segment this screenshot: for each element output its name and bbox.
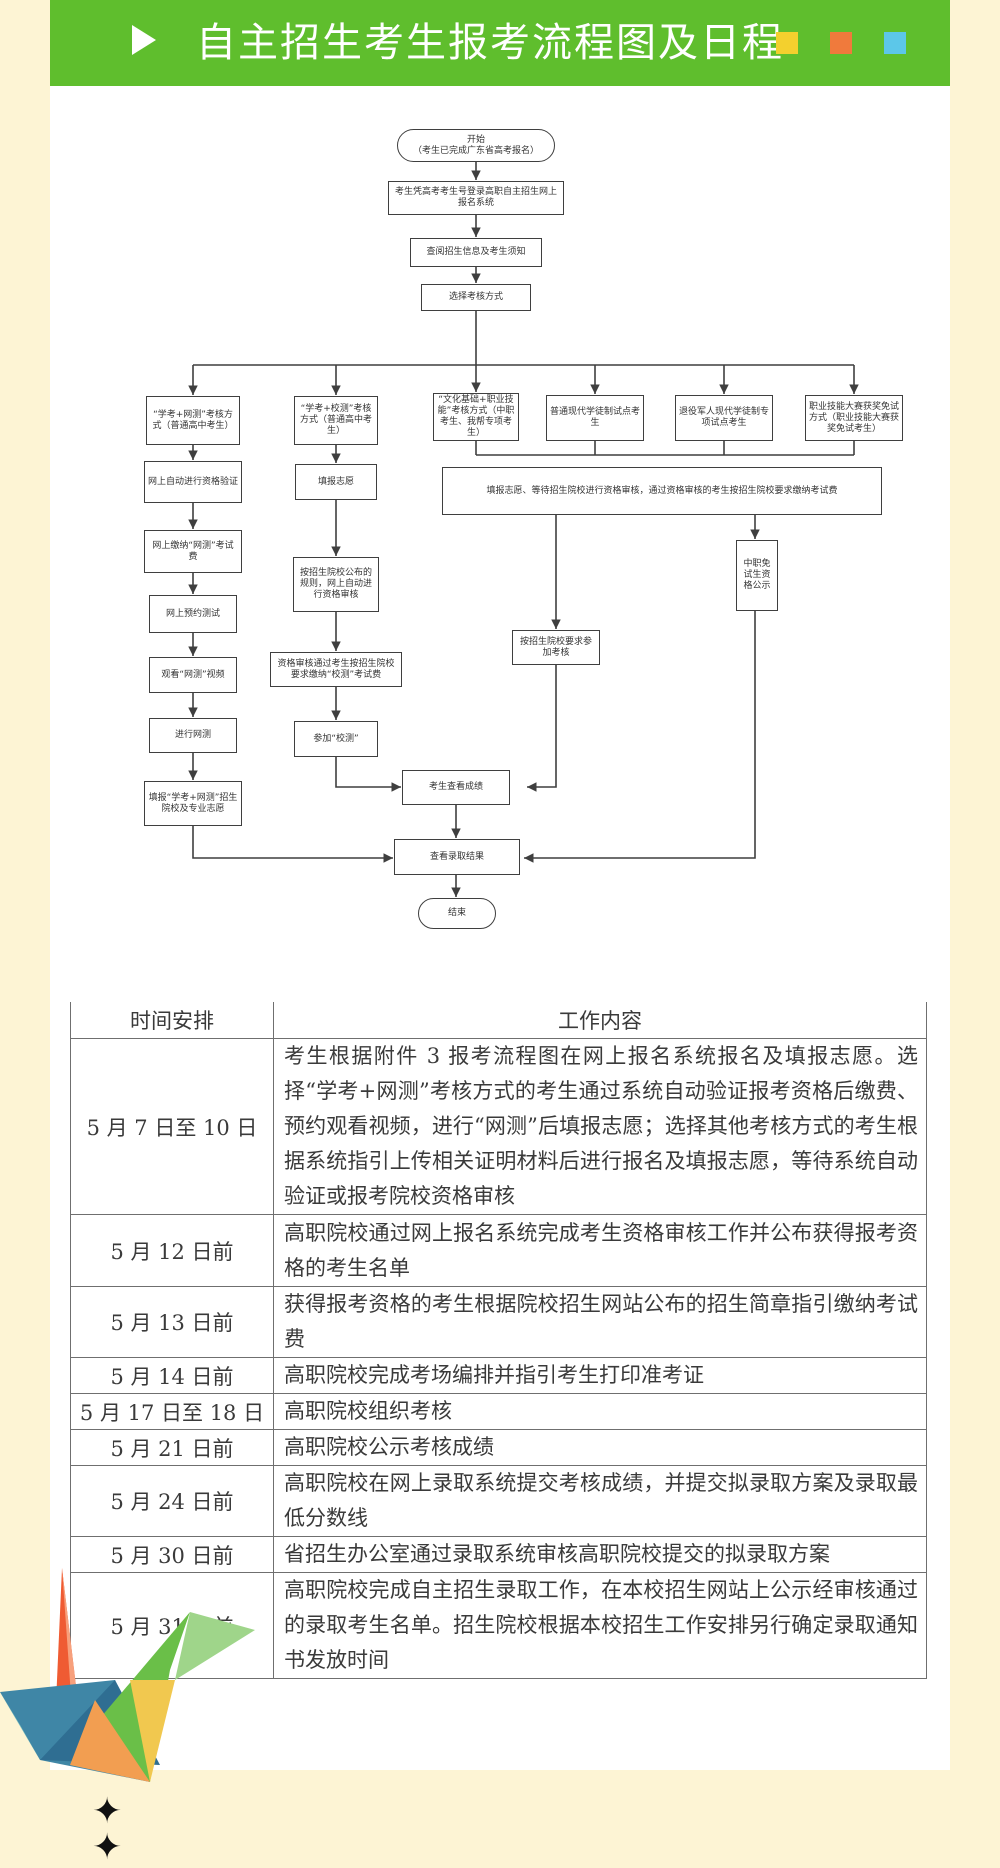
- flowchart-connectors: [188, 162, 859, 897]
- page-title: 自主招生考生报考流程图及日程: [196, 20, 784, 66]
- time-cell: 5 月 21 日前: [70, 1429, 274, 1466]
- blue-square-icon: [884, 32, 906, 54]
- time-cell: 5 月 14 日前: [70, 1357, 274, 1394]
- start-node: 开始 （考生已完成广东省高考报名）: [397, 129, 555, 162]
- content-cell: 考生根据附件 3 报考流程图在网上报名系统报名及填报志愿。选择“学考+网测”考核…: [273, 1038, 927, 1215]
- table-row: 5 月 21 日前 高职院校公示考核成绩: [70, 1429, 927, 1466]
- content-cell: 获得报考资格的考生根据院校招生网站公布的招生简章指引缴纳考试费: [273, 1286, 927, 1358]
- table-row: 5 月 12 日前 高职院校通过网上报名系统完成考生资格审核工作并公布获得报考资…: [70, 1214, 927, 1287]
- view-admission-node: 查看录取结果: [394, 839, 520, 875]
- pay-wangce-fee-node: 网上缴纳“网测”考试费: [144, 530, 242, 573]
- fill-wish-node: 填报志愿: [295, 464, 377, 500]
- yellow-square-icon: [776, 32, 798, 54]
- table-row: 5 月 17 日至 18 日 高职院校组织考核: [70, 1393, 927, 1430]
- auto-verify-node: 网上自动进行资格验证: [144, 461, 242, 503]
- table-row: 5 月 14 日前 高职院校完成考场编排并指引考生打印准考证: [70, 1357, 927, 1394]
- content-cell: 高职院校通过网上报名系统完成考生资格审核工作并公布获得报考资格的考生名单: [273, 1214, 927, 1287]
- login-node: 考生凭高考考生号登录高职自主招生网上 报名系统: [388, 181, 564, 215]
- branch-skills-contest-node: 职业技能大赛获奖免试方式（职业技能大赛获奖免试考生）: [805, 395, 903, 441]
- table-row: 5 月 31 日前 高职院校完成自主招生录取工作，在本校招生网站上公示经审核通过…: [70, 1572, 927, 1679]
- sparkle-icon: ✦: [92, 1827, 123, 1868]
- flowchart: 开始 （考生已完成广东省高考报名） 考生凭高考考生号登录高职自主招生网上 报名系…: [120, 115, 910, 945]
- play-triangle-icon: [132, 25, 156, 55]
- watch-video-node: 观看“网测”视频: [149, 657, 237, 693]
- school-exam-node: 按招生院校要求参加考核: [512, 630, 600, 665]
- table-row: 5 月 30 日前 省招生办公室通过录取系统审核高职院校提交的拟录取方案: [70, 1536, 927, 1573]
- branch-modern-apprentice-node: 普通现代学徒制试点考生: [546, 395, 644, 441]
- paper-crane-icon: [0, 1568, 255, 1782]
- take-wangce-node: 进行网测: [149, 718, 237, 753]
- sparkle-icon: ✦: [92, 1791, 123, 1832]
- branch-veteran-apprentice-node: 退役军人现代学徒制专项试点考生: [675, 395, 773, 441]
- schedule-table: 时间安排 工作内容 5 月 7 日至 10 日 考生根据附件 3 报考流程图在网…: [70, 1002, 927, 1679]
- table-row: 5 月 24 日前 高职院校在网上录取系统提交考核成绩，并提交拟录取方案及录取最…: [70, 1465, 927, 1537]
- auto-review-node: 按招生院校公布的规则，网上自动进行资格审核: [293, 557, 379, 612]
- read-info-node: 查阅招生信息及考生须知: [410, 238, 542, 267]
- pay-xiaoce-fee-node: 资格审核通过考生按招生院校要求缴纳“校测”考试费: [270, 652, 402, 687]
- time-header: 时间安排: [70, 1002, 274, 1039]
- branch-xuekao-xiaoce-node: “学考+校测”考核方式（普通高中考生）: [294, 396, 378, 445]
- time-cell: 5 月 24 日前: [70, 1465, 274, 1537]
- time-cell: 5 月 17 日至 18 日: [70, 1393, 274, 1430]
- content-header: 工作内容: [273, 1002, 927, 1039]
- time-cell: 5 月 12 日前: [70, 1214, 274, 1287]
- title-banner: 自主招生考生报考流程图及日程: [50, 0, 950, 86]
- table-row: 5 月 13 日前 获得报考资格的考生根据院校招生网站公布的招生简章指引缴纳考试…: [70, 1286, 927, 1358]
- content-cell: 高职院校组织考核: [273, 1393, 927, 1430]
- orange-square-icon: [830, 32, 852, 54]
- end-node: 结束: [418, 898, 496, 929]
- common-review-node: 填报志愿、等待招生院校进行资格审核，通过资格审核的考生按招生院校要求缴纳考试费: [442, 467, 882, 515]
- view-score-node: 考生查看成绩: [402, 770, 510, 805]
- time-cell: 5 月 13 日前: [70, 1286, 274, 1358]
- table-header-row: 时间安排 工作内容: [70, 1002, 927, 1039]
- content-cell: 省招生办公室通过录取系统审核高职院校提交的拟录取方案: [273, 1536, 927, 1573]
- branch-xuekao-wangce-node: “学考+网测”考核方式（普通高中考生）: [146, 396, 240, 445]
- fill-wangce-wish-node: 填报“学考+网测”招生院校及专业志愿: [144, 781, 242, 826]
- branch-wenhua-jineng-node: “文化基础+职业技能”考核方式（中职考生、我帮专项考生）: [433, 393, 519, 441]
- attend-xiaoce-node: 参加“校测”: [294, 721, 378, 757]
- content-cell: 高职院校在网上录取系统提交考核成绩，并提交拟录取方案及录取最低分数线: [273, 1465, 927, 1537]
- time-cell: 5 月 7 日至 10 日: [70, 1038, 274, 1215]
- table-row: 5 月 7 日至 10 日 考生根据附件 3 报考流程图在网上报名系统报名及填报…: [70, 1038, 927, 1215]
- content-cell: 高职院校完成自主招生录取工作，在本校招生网站上公示经审核通过的录取考生名单。招生…: [273, 1572, 927, 1679]
- content-cell: 高职院校完成考场编排并指引考生打印准考证: [273, 1357, 927, 1394]
- content-cell: 高职院校公示考核成绩: [273, 1429, 927, 1466]
- choose-method-node: 选择考核方式: [421, 284, 531, 311]
- book-test-node: 网上预约测试: [149, 595, 237, 633]
- exempt-publicity-node: 中职免试生资格公示: [736, 540, 778, 611]
